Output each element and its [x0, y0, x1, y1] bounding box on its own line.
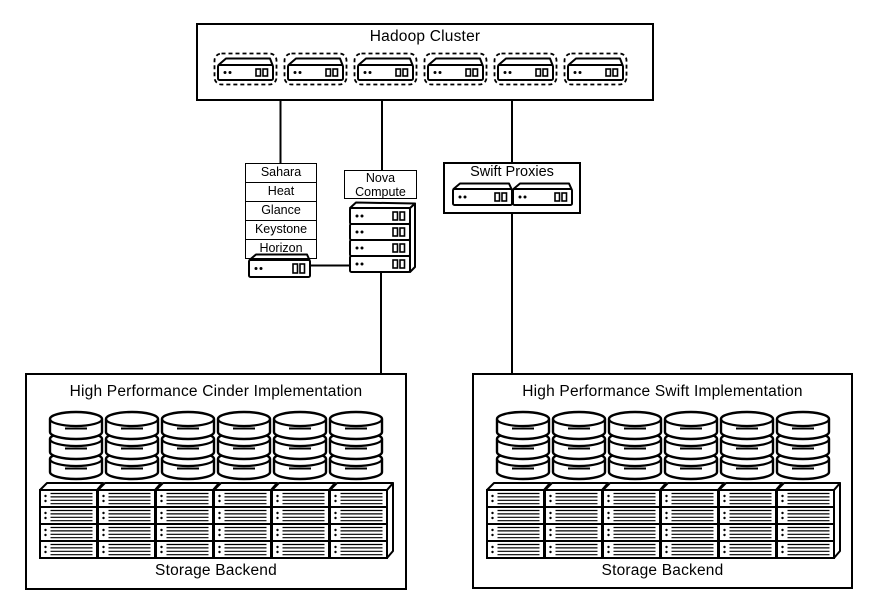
server-stack-icon: [349, 201, 416, 273]
swift-proxies-title: Swift Proxies: [470, 164, 554, 180]
disk-stack-icon: [719, 410, 775, 481]
service-row-heat: Heat: [246, 183, 316, 202]
disk-stack-icon: [272, 410, 328, 481]
nova-compute-label-line2: Compute: [355, 184, 406, 199]
storage-array-icon: [776, 482, 841, 559]
service-row-keystone: Keystone: [246, 221, 316, 240]
cinder-implementation-title: High Performance Cinder Implementation: [69, 383, 363, 400]
disk-stack-icon: [104, 410, 160, 481]
nova-compute-label-line1: Nova: [365, 171, 396, 185]
server-icon: [353, 52, 418, 86]
storage-array-icon: [329, 482, 394, 559]
disk-stack-icon: [495, 410, 551, 481]
swift-proxies-box: [443, 162, 581, 214]
server-icon: [512, 182, 573, 206]
disk-stack-icon: [551, 410, 607, 481]
hadoop-cluster-box: [196, 23, 654, 101]
disk-stack-icon: [216, 410, 272, 481]
server-icon: [283, 52, 348, 86]
swift-implementation-title: High Performance Swift Implementation: [522, 383, 803, 400]
nova-compute-box: Nova Compute: [344, 170, 417, 199]
cinder-storage-backend-label: Storage Backend: [155, 562, 277, 579]
disk-stack-icon: [775, 410, 831, 481]
server-icon: [213, 52, 278, 86]
disk-stack-icon: [607, 410, 663, 481]
hadoop-cluster-title: Hadoop Cluster: [369, 28, 481, 45]
swift-storage-backend-label: Storage Backend: [601, 562, 724, 579]
service-row-glance: Glance: [246, 202, 316, 221]
disk-stack-icon: [160, 410, 216, 481]
swift-implementation-box: [472, 373, 853, 589]
service-row-horizon: Horizon: [259, 241, 303, 255]
disk-stack-icon: [48, 410, 104, 481]
cinder-implementation-box: [25, 373, 407, 590]
service-row-sahara: Sahara: [246, 164, 316, 183]
server-icon: [423, 52, 488, 86]
server-icon: [248, 253, 311, 278]
server-icon: [452, 182, 513, 206]
server-icon: [493, 52, 558, 86]
openstack-services-table: Sahara Heat Glance Keystone Horizon: [245, 163, 317, 259]
disk-stack-icon: [328, 410, 384, 481]
server-icon: [563, 52, 628, 86]
disk-stack-icon: [663, 410, 719, 481]
